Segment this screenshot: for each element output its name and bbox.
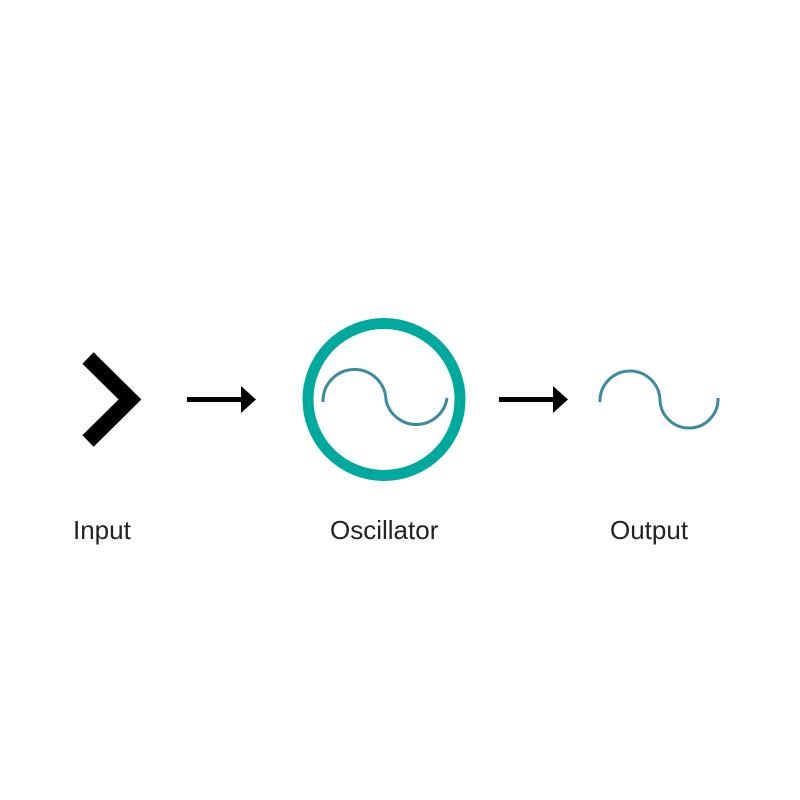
edge-input-to-oscillator (187, 386, 256, 413)
output-label: Output (610, 515, 689, 545)
chevron-right-icon (82, 352, 142, 447)
output-sine-wave-icon (598, 369, 720, 430)
oscillator-label: Oscillator (330, 515, 439, 545)
input-label: Input (73, 515, 131, 545)
oscillator-ring-icon (302, 318, 466, 481)
sine-wave-icon (321, 368, 449, 427)
node-oscillator (302, 318, 466, 481)
edge-oscillator-to-output (499, 386, 568, 413)
node-output (598, 369, 720, 430)
arrow-right-icon (187, 386, 256, 413)
arrow-right-icon (499, 386, 568, 413)
node-input (82, 352, 142, 447)
